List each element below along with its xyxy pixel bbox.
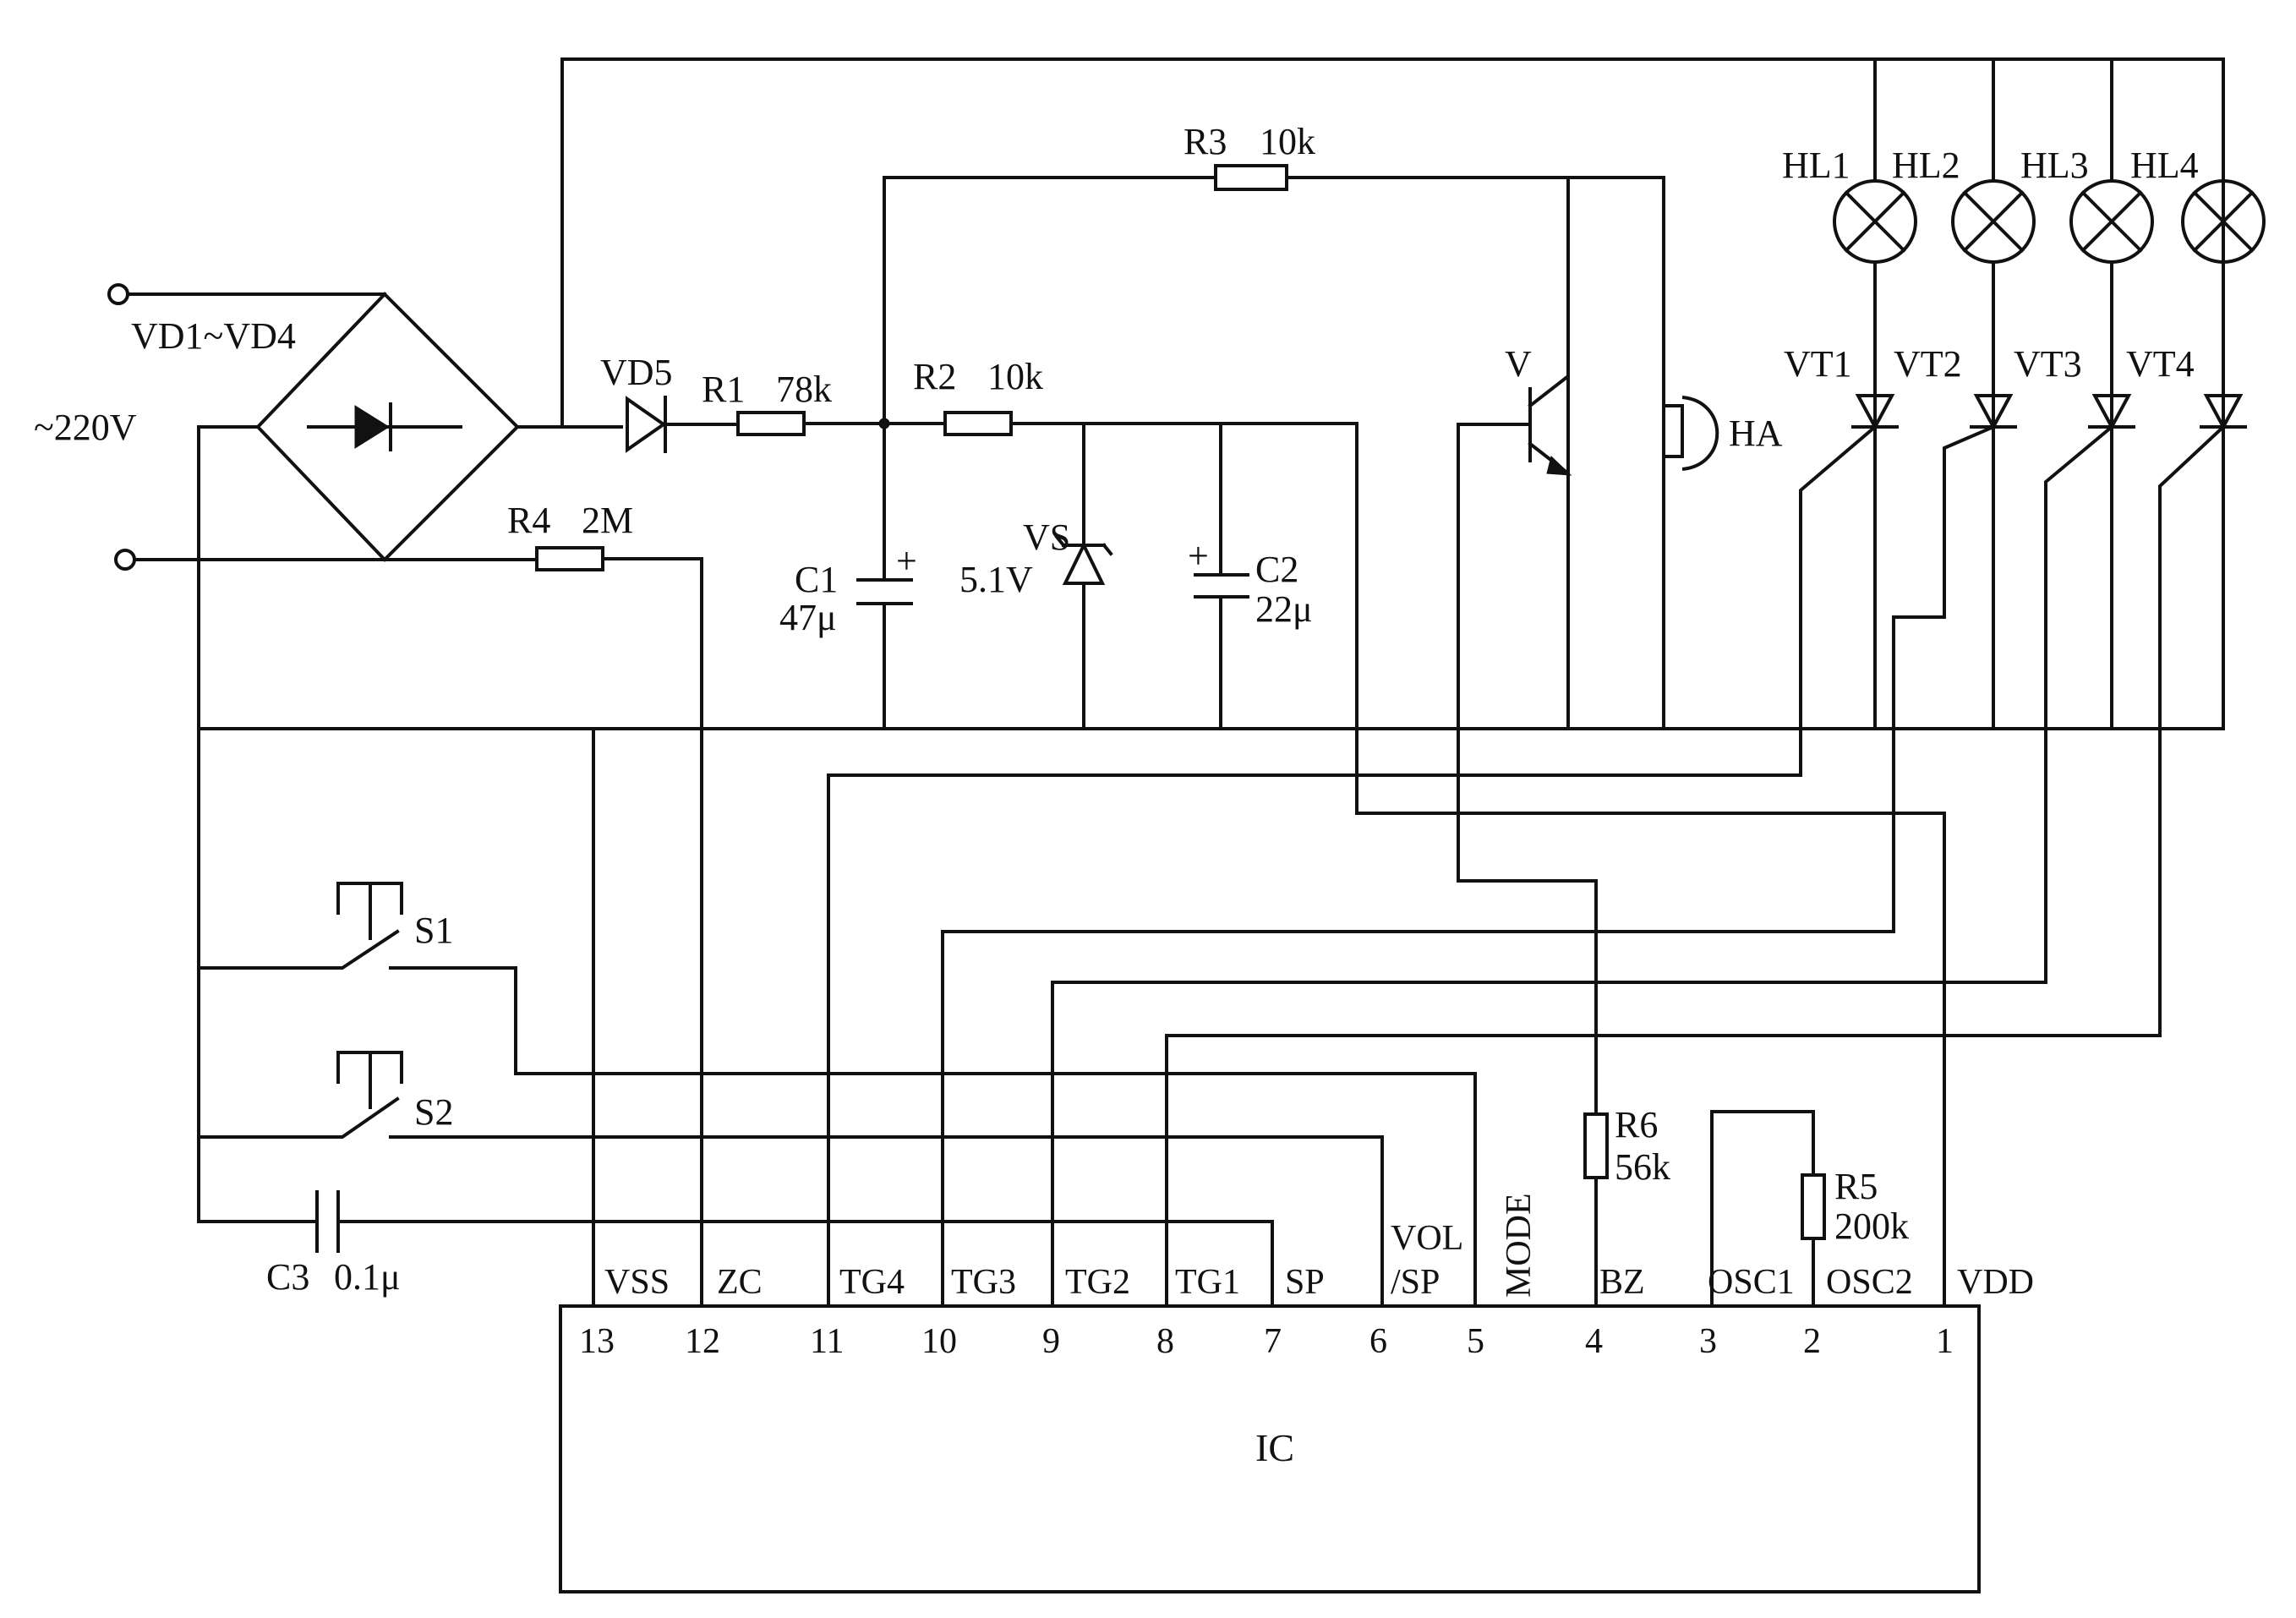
pin-num-3: 3 [1699, 1322, 1717, 1361]
c1-value: 47μ [779, 597, 837, 638]
r5-value: 200k [1834, 1205, 1909, 1247]
vt2-label: VT2 [1894, 343, 1962, 385]
pin-label-tg4: TG4 [839, 1263, 905, 1302]
pin-label-osc1: OSC1 [1708, 1263, 1795, 1302]
pin-label-vss: VSS [604, 1263, 670, 1302]
vt4-label: VT4 [2126, 343, 2195, 385]
pin-label-zc: ZC [717, 1263, 763, 1302]
triac-vt1: VT1 [827, 343, 1899, 1308]
switch-s2[interactable]: S2 [197, 1051, 1384, 1308]
pin-label-tg3: TG3 [951, 1263, 1016, 1302]
pin-num-11: 11 [810, 1322, 844, 1361]
resistor-r1: R1 78k [702, 369, 832, 436]
capacitor-c2: + C2 22μ [1188, 422, 1313, 730]
bridge-label: VD1~VD4 [131, 315, 296, 357]
pin-label-osc2: OSC2 [1826, 1263, 1913, 1302]
pin-label-vdd: VDD [1957, 1263, 2034, 1302]
pin-num-6: 6 [1369, 1322, 1387, 1361]
hl2-label: HL2 [1892, 145, 1960, 186]
ac-terminal-top [107, 283, 129, 305]
pin-num-13: 13 [579, 1322, 615, 1361]
pin-label-sp: SP [1285, 1263, 1325, 1302]
resistor-r6: R6 56k [1583, 1104, 1670, 1308]
ic-name: IC [1255, 1426, 1294, 1469]
buzzer-ha: HA [1662, 396, 1783, 730]
r6-name: R6 [1615, 1104, 1658, 1145]
ac-voltage-label: ~220V [34, 407, 137, 448]
c2-plus: + [1188, 535, 1209, 577]
capacitor-c3: C3 0.1μ [197, 1190, 1274, 1308]
vd5-label: VD5 [600, 352, 673, 393]
lamp-array: HL1 VT1 HL2 VT2 HL3 [827, 57, 2266, 1308]
ic-chip: IC VSS ZC TG4 TG3 TG2 TG1 SP VOL /SP MOD… [559, 1193, 2034, 1593]
pin-num-8: 8 [1156, 1322, 1174, 1361]
pin-label-bz: BZ [1599, 1263, 1645, 1302]
c3-value: 0.1μ [334, 1256, 401, 1298]
pin-label-vol-sp: /SP [1391, 1263, 1440, 1302]
r4-name: R4 [507, 500, 550, 541]
pin-num-10: 10 [921, 1322, 957, 1361]
bridge-rectifier: VD1~VD4 [131, 292, 520, 562]
lamp-hl4: HL4 [2130, 57, 2266, 264]
r5-name: R5 [1834, 1166, 1878, 1207]
triac-vt2: VT2 [941, 343, 2017, 1308]
r4-value: 2M [582, 500, 633, 541]
lamp-hl3: HL3 [2020, 57, 2154, 264]
c2-value: 22μ [1255, 588, 1313, 630]
pin-label-vol: VOL [1391, 1219, 1463, 1258]
zener-vs: VS 5.1V [959, 422, 1113, 730]
r1-value: 78k [776, 369, 832, 410]
pin-num-12: 12 [685, 1322, 720, 1361]
c2-name: C2 [1255, 549, 1298, 590]
s2-label: S2 [414, 1091, 453, 1133]
s1-label: S1 [414, 910, 453, 951]
resistor-r5: R5 200k [1710, 1110, 1909, 1308]
r6-value: 56k [1615, 1146, 1670, 1188]
switch-s1[interactable]: S1 [197, 882, 1477, 1308]
hl4-label: HL4 [2130, 145, 2199, 186]
vt3-label: VT3 [2014, 343, 2082, 385]
triac-vt3: VT3 [1051, 343, 2135, 1308]
vs-value: 5.1V [959, 559, 1033, 600]
ac-input: ~220V [34, 283, 386, 571]
resistor-r4: R4 2M [383, 500, 703, 1308]
pin-num-5: 5 [1467, 1322, 1484, 1361]
r3-name: R3 [1184, 121, 1227, 162]
lamp-hl1: HL1 [1782, 57, 1917, 264]
resistor-r2: R2 10k [913, 356, 1043, 436]
buzzer-label: HA [1729, 413, 1783, 454]
pin-num-1: 1 [1936, 1322, 1954, 1361]
transistor-label: V [1505, 343, 1532, 385]
r2-name: R2 [913, 356, 956, 397]
hl3-label: HL3 [2020, 145, 2089, 186]
vs-name: VS [1023, 517, 1070, 558]
r2-value: 10k [987, 356, 1043, 397]
c1-plus: + [896, 540, 917, 582]
c3-name: C3 [266, 1256, 309, 1298]
pin-num-2: 2 [1803, 1322, 1821, 1361]
r1-name: R1 [702, 369, 745, 410]
pin-label-tg1: TG1 [1175, 1263, 1240, 1302]
hl1-label: HL1 [1782, 145, 1850, 186]
vt1-label: VT1 [1784, 343, 1852, 385]
pin-label-tg2: TG2 [1065, 1263, 1130, 1302]
r3-value: 10k [1260, 121, 1315, 162]
triac-vt4: VT4 [1165, 343, 2247, 1308]
capacitor-c1: + C1 47μ [779, 422, 917, 730]
diode-vd5: VD5 [600, 352, 673, 453]
pin-num-9: 9 [1042, 1322, 1060, 1361]
resistor-r3: R3 10k [1184, 121, 1315, 191]
pin-num-4: 4 [1585, 1322, 1603, 1361]
pin-label-mode: MODE [1500, 1193, 1539, 1298]
transistor-v: V [1457, 176, 1572, 730]
ac-terminal-bottom [114, 549, 136, 571]
c1-name: C1 [795, 559, 838, 600]
pin-num-7: 7 [1264, 1322, 1282, 1361]
